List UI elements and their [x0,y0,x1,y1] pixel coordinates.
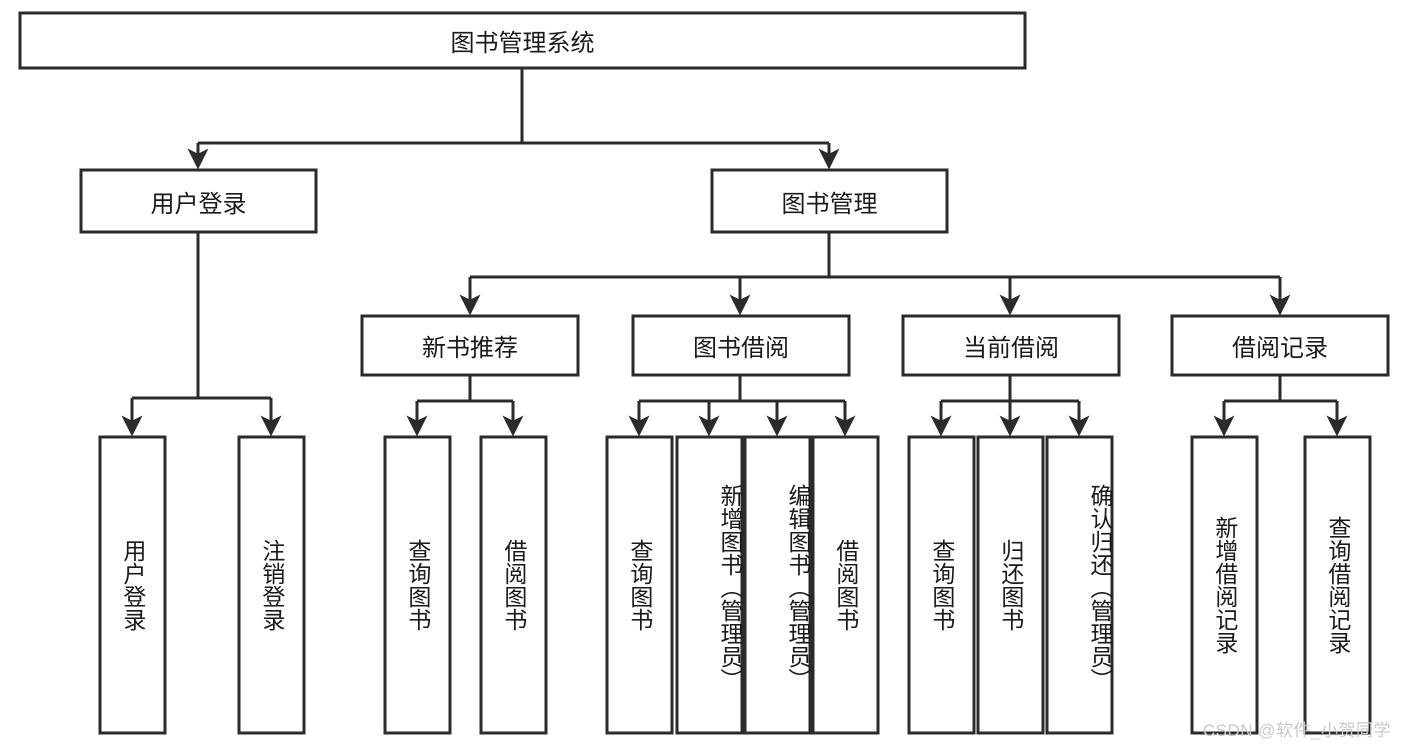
node-box-leaf-13[interactable] [1303,435,1372,735]
node-box-leaf-8[interactable] [811,435,880,735]
edge-group-borrow [628,375,856,437]
node-box-leaf-10[interactable] [976,435,1045,735]
node-box-leaf-4[interactable] [479,435,548,735]
node-box-leaf-5[interactable] [605,435,674,735]
node-box-leaf-3[interactable] [383,435,452,735]
node-box-leaf-7[interactable] [743,435,812,735]
edge-group-login [121,232,282,437]
edge-group-newbook [406,375,524,437]
node-box-bookmgmt[interactable] [710,168,949,234]
node-box-newbook[interactable] [360,314,580,377]
node-box-leaf-9[interactable] [907,435,976,735]
node-box-borrow[interactable] [631,314,851,377]
node-box-leaf-12[interactable] [1190,435,1259,735]
csdn-watermark: CSDN @软件_小贺同学 [1202,721,1391,740]
edge-group-record [1213,375,1348,437]
edge-group-root [187,68,840,170]
edge-group-current [930,375,1090,437]
node-box-leaf-2[interactable] [237,435,306,735]
node-box-root[interactable] [18,11,1027,70]
node-box-login[interactable] [79,168,318,234]
edge-group-bookmgmt [459,232,1291,316]
node-box-leaf-11[interactable] [1045,435,1114,735]
node-box-leaf-1[interactable] [98,435,167,735]
node-box-current[interactable] [901,314,1121,377]
node-box-leaf-6[interactable] [675,435,744,735]
node-box-record[interactable] [1170,314,1390,377]
